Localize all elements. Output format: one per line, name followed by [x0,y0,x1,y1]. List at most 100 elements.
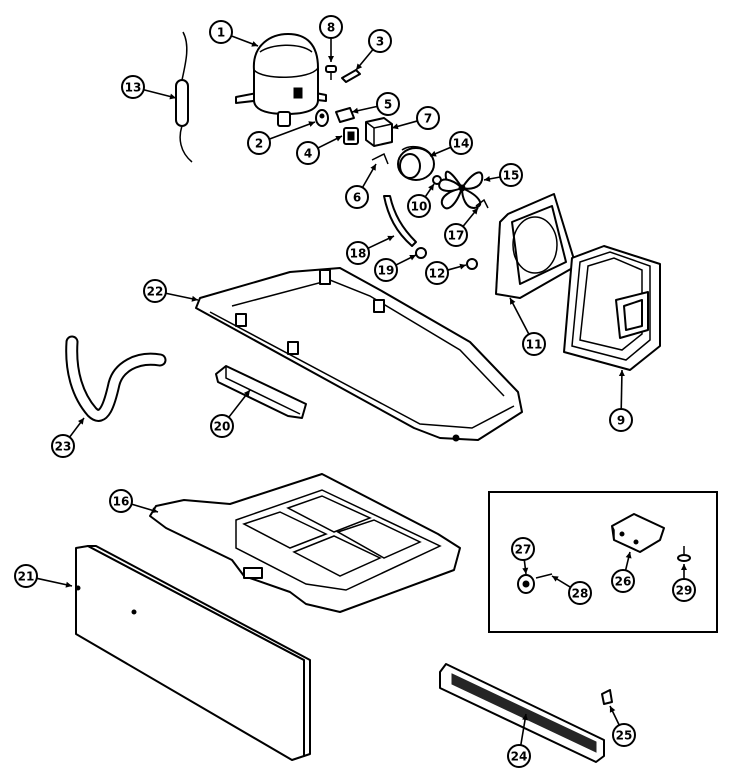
callout-arrowhead [352,107,359,114]
callout-circle [346,241,370,265]
callout-arrowhead [151,507,158,514]
callout-arrowhead [328,56,334,62]
callout-number: 14 [453,137,470,151]
part-4-overload [343,127,359,145]
callout-circle [522,332,546,356]
callout-circle [319,15,343,39]
callout-number: 18 [350,247,367,261]
callout-number: 15 [503,169,520,183]
inset-box [488,491,718,633]
callout-number: 8 [327,21,335,35]
callout-arrowhead [552,576,559,582]
callout-circle [609,408,633,432]
callout-18: 18 [346,235,395,265]
callout-circle [143,279,167,303]
callout-4: 4 [296,135,343,165]
callout-circle [368,29,392,53]
callout-arrowhead [430,150,437,157]
callout-10: 10 [407,183,435,218]
callout-8: 8 [319,15,343,62]
part-27-knob [517,574,535,594]
callout-arrowhead [459,263,466,270]
part-20-trough [215,365,307,419]
callout-25: 25 [609,705,636,747]
callout-number: 11 [526,338,543,352]
callout-number: 2 [255,137,263,151]
callout-number: 9 [617,414,625,428]
callout-number: 27 [515,543,532,557]
part-12-grommet [466,258,478,270]
part-25-screw [601,689,613,705]
callout-number: 5 [384,98,392,112]
part-17-clip [475,198,489,209]
callout-circle [374,258,398,282]
part-3-clip [341,69,361,83]
part-28-shaft [535,573,553,579]
callout-leader [509,297,530,335]
callout-number: 1 [217,26,225,40]
callout-number: 16 [113,495,130,509]
callout-arrowhead [251,41,258,47]
callout-arrowhead [618,370,625,377]
part-29-fastener [677,546,691,562]
part-14-fan-motor [397,145,435,181]
callout-arrowhead [409,255,416,261]
callout-circle [568,581,592,605]
callout-9: 9 [609,369,633,432]
callout-number: 10 [411,200,428,214]
callout-number: 21 [18,570,35,584]
callout-number: 24 [511,750,528,764]
part-13-drier [175,31,193,163]
part-9-condenser [563,245,661,371]
part-26-timer [611,513,665,553]
part-7-start-relay [365,117,393,147]
callout-arrowhead [471,208,478,215]
callout-arrowhead [243,390,250,397]
callout-arrowhead [428,184,434,191]
callout-circle [109,489,133,513]
callouts: 1234567891011121314151617181920212223242… [14,15,696,768]
callout-arrowhead [625,552,632,559]
callout-arrowhead [78,418,84,425]
callout-21: 21 [14,564,73,588]
callout-7: 7 [391,106,440,130]
callout-circle [14,564,38,588]
callout-27: 27 [511,537,535,575]
callout-2: 2 [247,121,316,155]
callout-number: 3 [376,35,384,49]
callout-circle [611,569,635,593]
callout-arrowhead [510,298,516,305]
callout-1: 1 [209,20,259,47]
callout-circle [672,578,696,602]
part-6-clip [371,152,389,165]
callout-circle [121,75,145,99]
callout-28: 28 [551,575,592,605]
callout-circle [296,141,320,165]
callout-circle [51,434,75,458]
callout-arrowhead [387,235,394,242]
callout-arrowhead [484,175,491,182]
callout-circle [345,185,369,209]
callout-number: 13 [125,81,142,95]
callout-24: 24 [507,713,531,768]
callout-arrowhead [169,93,176,100]
callout-circle [449,131,473,155]
callout-number: 6 [353,191,361,205]
callout-circle [511,537,535,561]
callout-number: 12 [429,267,446,281]
callout-leader [36,577,73,587]
part-19-grommet [415,247,427,259]
callout-circle [499,163,523,187]
part-2-grommet [315,109,329,127]
part-18-bracket [383,195,417,247]
callout-arrowhead [335,136,342,142]
callout-arrowhead [356,63,363,70]
callout-circle [612,723,636,747]
callout-number: 4 [304,147,312,161]
callout-arrowhead [370,164,376,171]
callout-leader [620,369,623,410]
callout-17: 17 [444,207,479,247]
callout-14: 14 [429,131,473,157]
callout-leader [269,121,316,140]
